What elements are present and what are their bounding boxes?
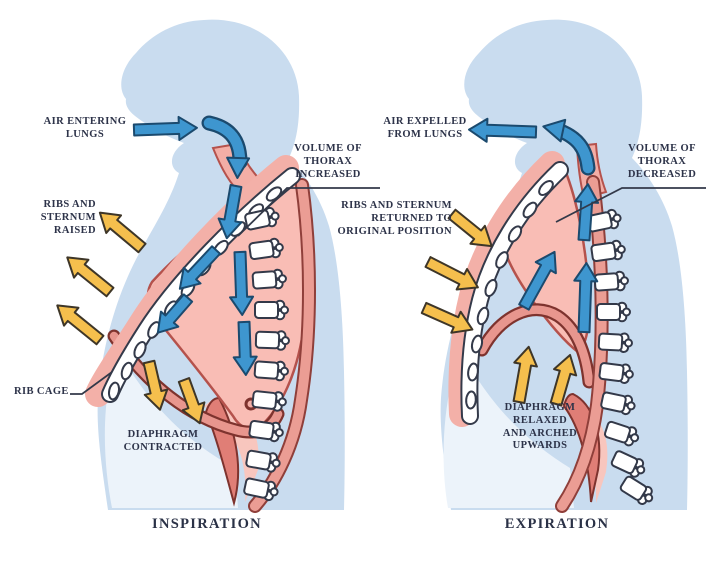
lung-flow-arrow xyxy=(518,250,557,311)
air-out-arrow xyxy=(468,117,538,143)
volume-thorax-leader-line xyxy=(555,187,706,223)
label-line: RIBS AND STERNUM xyxy=(341,200,452,211)
ribs-raised-arrow xyxy=(56,304,105,346)
trachea-up-arrow xyxy=(574,183,600,242)
label-line: AND ARCHED xyxy=(502,427,578,439)
label-line: THORAX xyxy=(637,155,687,167)
inspiration-figure xyxy=(56,19,380,513)
throat-arrowhead xyxy=(226,156,251,179)
lung-flow-arrow xyxy=(573,262,599,334)
spine-strip xyxy=(250,180,314,511)
label-line: FROM LUNGS xyxy=(387,128,463,140)
label-ribs-sternum-raised: RIBS AND STERNUM RAISED xyxy=(8,199,96,237)
label-line: AIR EXPELLED xyxy=(383,116,467,127)
label-line: CONTRACTED xyxy=(123,441,203,453)
label-line: INCREASED xyxy=(295,168,361,180)
lung-flow-arrow xyxy=(156,293,194,334)
label-line: ORIGINAL POSITION xyxy=(337,225,452,237)
diaphragm-up-arrow xyxy=(512,345,538,404)
trachea-down-arrow xyxy=(217,184,243,240)
ribs-raised-arrow xyxy=(98,211,147,254)
air-in-arrow xyxy=(132,115,198,141)
lung-flow-arrow xyxy=(229,250,255,316)
label-diaphragm-relaxed: DIAPHRAGM RELAXED AND ARCHED UPWARDS xyxy=(484,402,596,453)
label-rib-cage: RIB CAGE xyxy=(14,386,72,399)
label-line: STERNUM xyxy=(40,211,96,223)
label-line: RETURNED TO xyxy=(371,212,452,224)
throat-arrowhead xyxy=(542,118,567,143)
label-ribs-sternum-returned: RIBS AND STERNUM RETURNED TO ORIGINAL PO… xyxy=(322,200,452,238)
expiration-figure xyxy=(420,19,706,513)
label-volume-thorax-increased: VOLUME OF THORAX INCREASED xyxy=(272,143,384,181)
label-line: RAISED xyxy=(53,224,96,236)
label-line: RIB CAGE xyxy=(14,386,69,397)
lung-flow-arrow xyxy=(178,245,222,290)
inspiration-title: INSPIRATION xyxy=(152,516,262,532)
abdominal-cavity xyxy=(104,350,239,508)
label-line: LUNGS xyxy=(65,128,105,140)
ribs-return-arrow xyxy=(420,301,474,334)
spine-strip xyxy=(557,177,607,511)
rib-sections xyxy=(465,180,554,410)
diaphragm-down-arrow xyxy=(177,377,206,425)
label-line: UPWARDS xyxy=(512,440,568,452)
label-line: VOLUME OF xyxy=(628,143,696,154)
diaphragm-down-arrow xyxy=(142,359,169,411)
label-air-expelled-from-lungs: AIR EXPELLED FROM LUNGS xyxy=(362,116,488,142)
diaphragm-up-arrow xyxy=(549,353,578,407)
expiration-title: EXPIRATION xyxy=(504,516,610,532)
diaphragm-dome xyxy=(477,305,594,387)
label-line: THORAX xyxy=(303,155,353,167)
ribs-raised-arrow xyxy=(66,256,115,298)
label-line: DECREASED xyxy=(627,168,697,180)
label-line: RIBS AND xyxy=(43,199,96,210)
ribs-return-arrow xyxy=(447,208,493,248)
lung-flow-arrow xyxy=(232,320,258,376)
label-diaphragm-contracted: DIAPHRAGM CONTRACTED xyxy=(106,429,220,455)
ribs-return-arrow xyxy=(424,256,479,291)
label-line: DIAPHRAGM xyxy=(127,429,199,440)
label-air-entering-lungs: AIR ENTERING LUNGS xyxy=(18,116,152,142)
label-line: DIAPHRAGM xyxy=(504,402,576,413)
volume-thorax-leader-line xyxy=(237,187,380,237)
rib-cage-leader-line xyxy=(70,371,113,395)
label-volume-thorax-decreased: VOLUME OF THORAX DECREASED xyxy=(606,143,718,181)
label-line: VOLUME OF xyxy=(294,143,362,154)
label-line: RELAXED xyxy=(512,414,568,426)
label-line: AIR ENTERING xyxy=(43,116,127,127)
